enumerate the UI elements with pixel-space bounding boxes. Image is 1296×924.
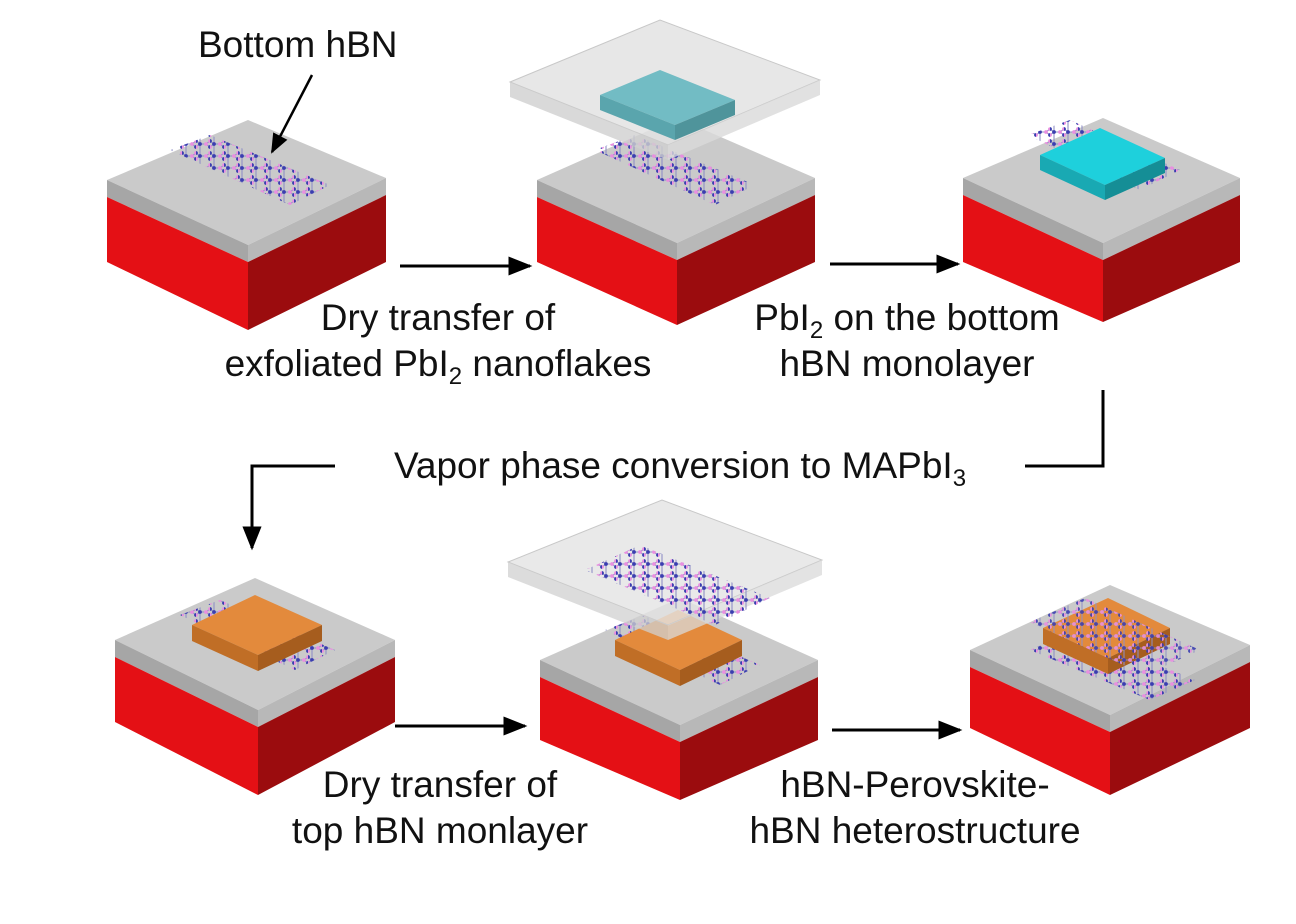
step1-caption: Dry transfer of exfoliated PbI2 nanoflak… [198,295,678,390]
substrate-2 [537,118,815,325]
perovskite-flake [192,595,322,655]
step5-caption: hBN-Perovskite- hBN heterostructure [720,762,1110,854]
step2-line1: PbI2 on the bottom [754,297,1060,344]
substrate-5 [540,598,818,800]
step1-line2: exfoliated PbI2 nanoflakes [224,343,652,390]
step5-line1: hBN-Perovskite- [780,764,1050,805]
bottom-hbn-lattice [595,135,755,205]
bottom-hbn-lattice [170,135,330,205]
step2-line2: hBN monolayer [779,343,1035,384]
substrate-4 [115,578,395,795]
pointer-arrow-icon [270,74,314,154]
step5-line2: hBN heterostructure [749,810,1081,851]
bottom-hbn-label: Bottom hBN [198,24,398,65]
step4-caption: Dry transfer of top hBN monlayer [260,762,620,854]
step4-line2: top hBN monlayer [291,810,589,851]
down-arrow-icon [242,464,335,551]
pdms-stamp-1 [508,19,822,160]
top-hbn-lattice [585,545,770,625]
substrate-1 [107,120,386,330]
step3-caption: Vapor phase conversion to MAPbI3 [393,445,967,492]
pdms-stamp-2 [506,499,824,640]
pbi2-flake [1040,128,1165,185]
step2-caption: PbI2 on the bottom hBN monolayer [722,295,1092,387]
connector-line [1025,390,1105,468]
top-hbn-lattice [1030,598,1200,675]
pbi2-flake [600,70,735,125]
step1-line1: Dry transfer of [320,297,556,338]
substrate-6 [970,585,1250,795]
step4-line1: Dry transfer of [322,764,558,805]
substrate-3 [963,118,1240,322]
